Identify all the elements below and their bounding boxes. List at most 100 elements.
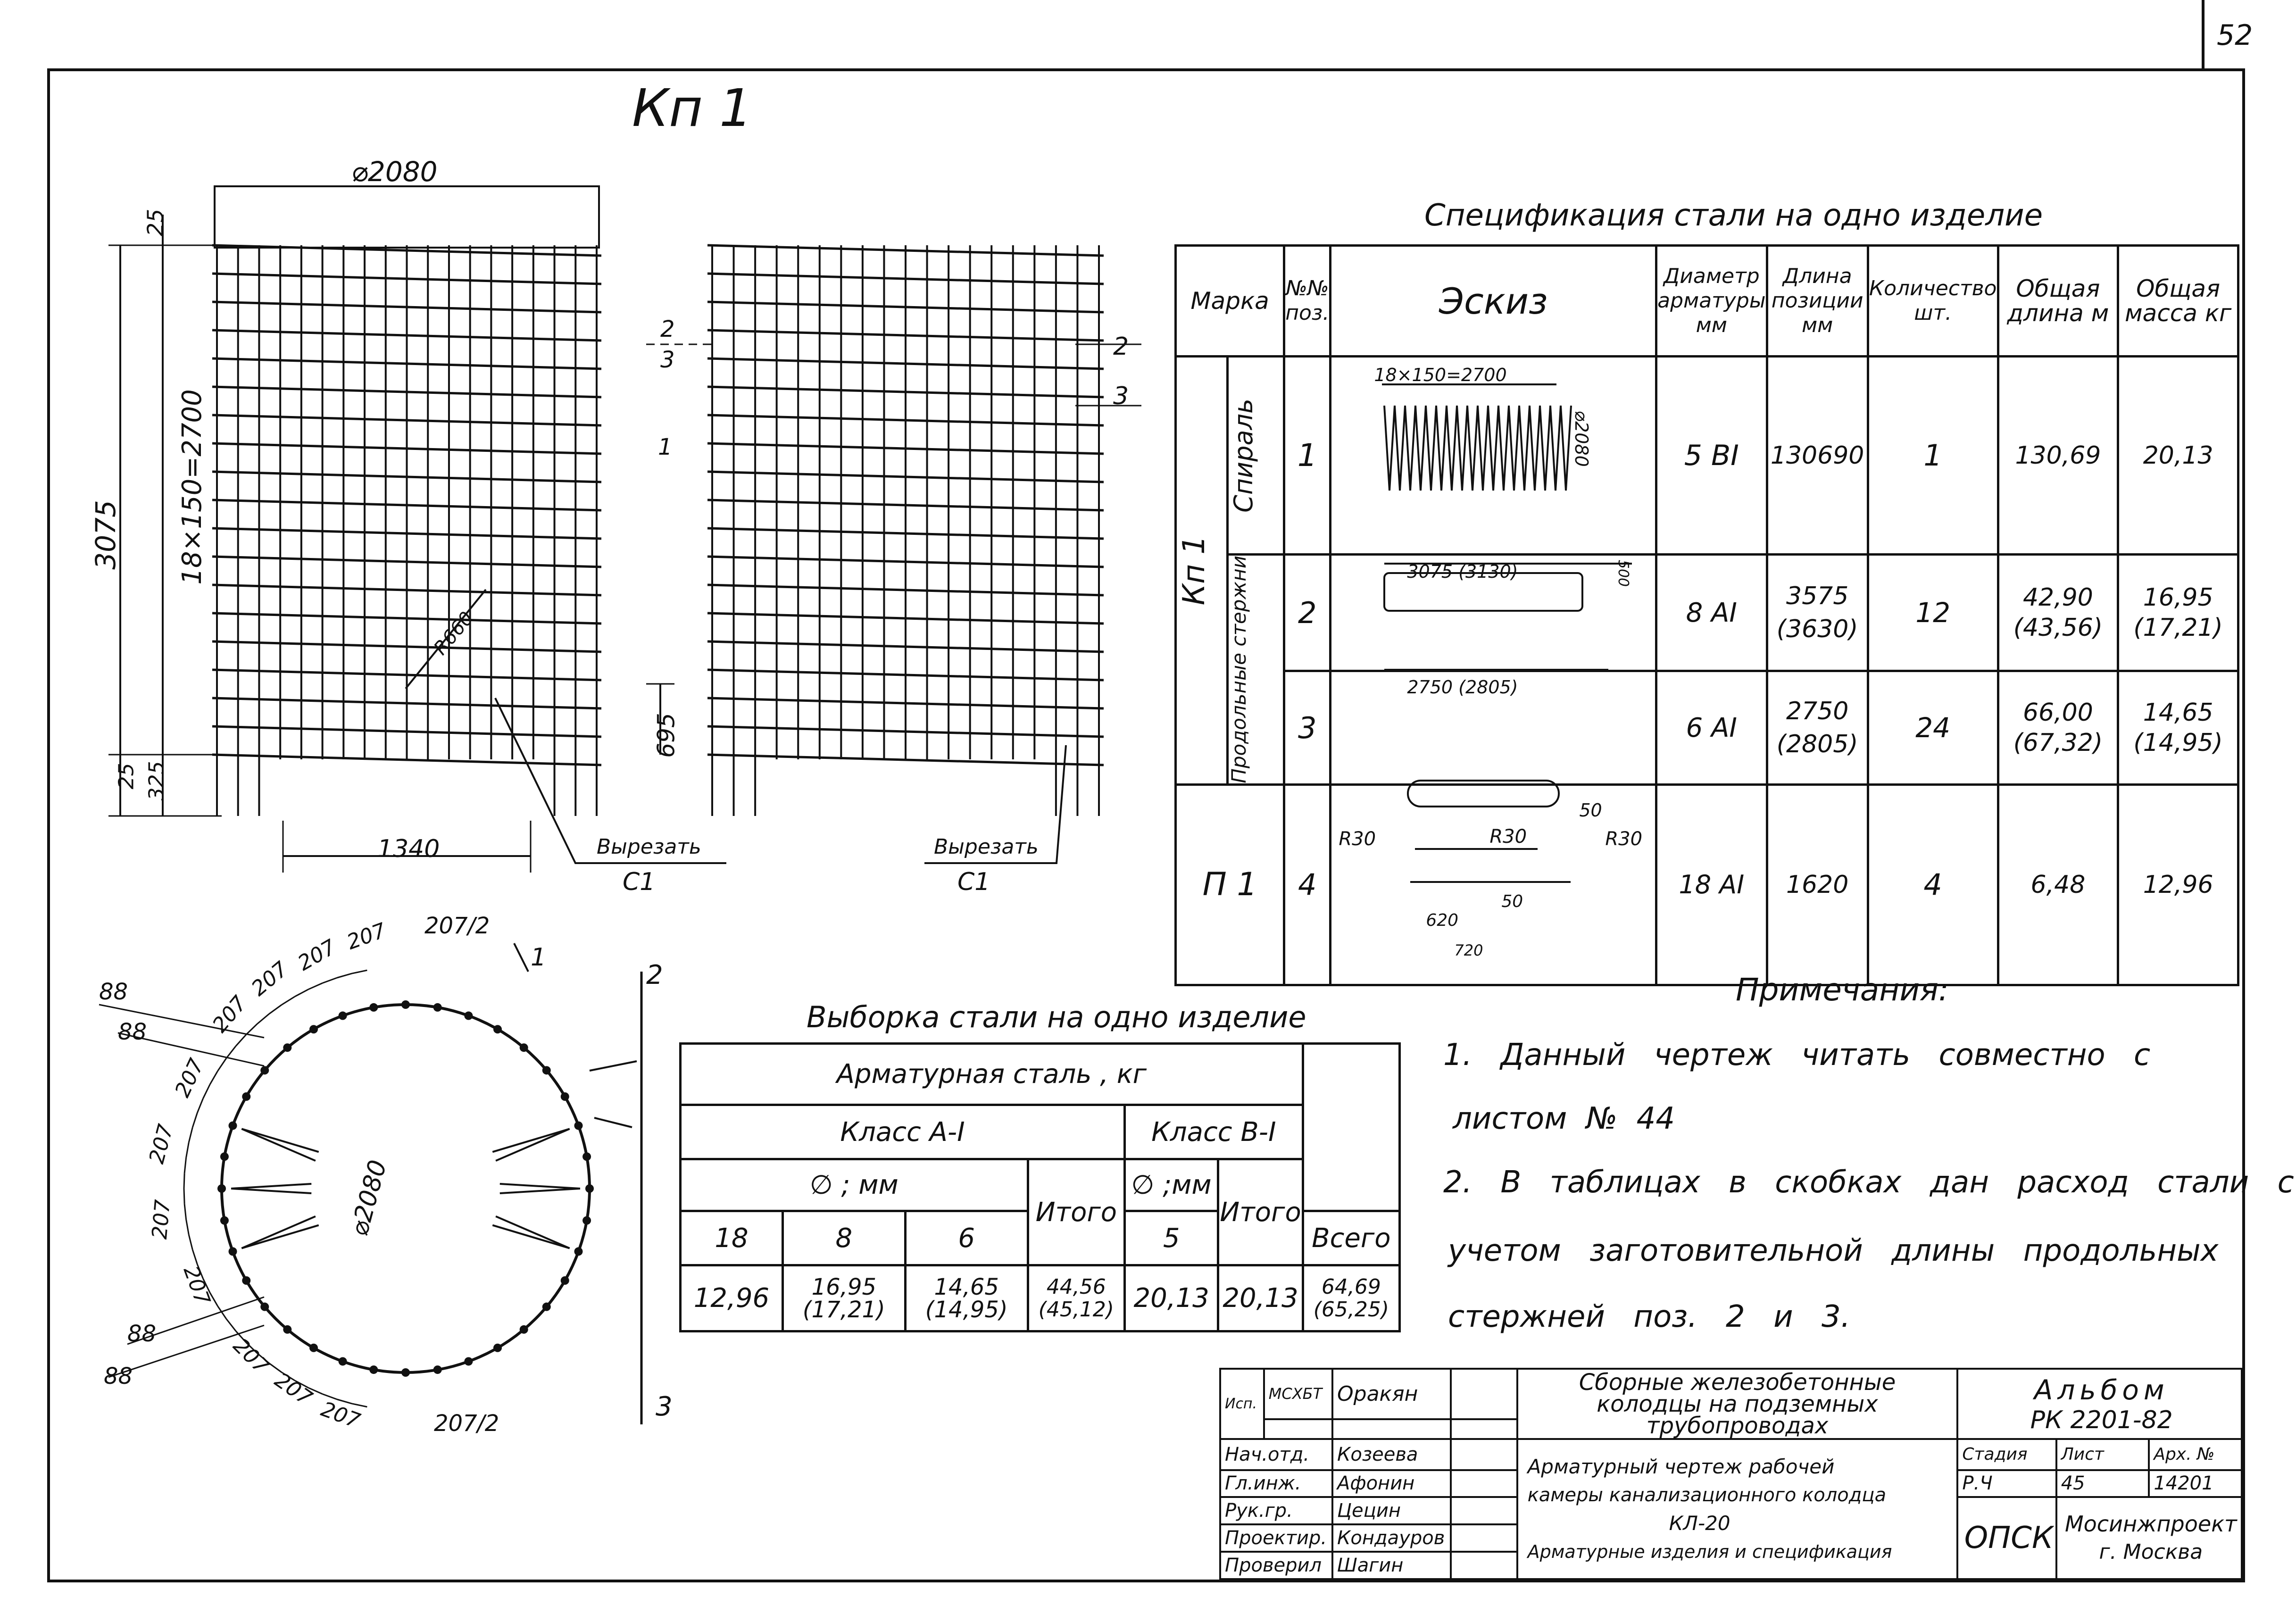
sketch-dim: R30	[1489, 825, 1527, 848]
sketch-dim: 2750 (2805)	[1407, 677, 1518, 698]
tb-name: Козеева	[1331, 1438, 1452, 1471]
pos-label-3a: 3	[660, 347, 675, 373]
tb-h-stage: Стадия	[1956, 1438, 2057, 1471]
spec-row: Кп 1 Спираль 1 18×150=2700 ⌀2080 5 ВI 13…	[1174, 355, 2239, 786]
spec-pos: 4	[1283, 783, 1332, 986]
spec-row: Продольные стержни 2 3075 (3130) 500 8 А…	[1176, 553, 2239, 786]
tb-stage: Р.Ч	[1956, 1469, 2057, 1498]
sel-h-total-b: Итого	[1217, 1158, 1304, 1266]
plan-pos-1: 1	[531, 943, 547, 972]
tb-org-2: г. Москва	[2099, 1540, 2203, 1564]
tb-role: Рук.гр.	[1219, 1496, 1333, 1526]
sketch-dim: R30	[1605, 828, 1643, 850]
sketch-dim: 720	[1454, 941, 1483, 959]
spec-h-total-length: Общая длина м	[1997, 244, 2120, 358]
tb-org-1: Мосинжпроект	[2064, 1511, 2237, 1537]
spec-h-mark: Марка	[1174, 244, 1286, 358]
sel-h-class-b: Класс В-I	[1123, 1104, 1304, 1160]
spec-h-pos: №№ поз.	[1283, 244, 1332, 358]
spec-tlen: 6,48	[1997, 783, 2120, 986]
pos-label-2a: 2	[660, 316, 675, 342]
spec-row: П 1 4 R30 R30 R30 50 50 620 720 18 АI 16…	[1174, 783, 2239, 986]
tb-h-arch: Арх. №	[2148, 1438, 2243, 1471]
spec-h-diameter: Диаметр арматуры мм	[1655, 244, 1768, 358]
spec-diam: 6 АI	[1655, 670, 1768, 786]
spec-h-sketch: Эскиз	[1329, 244, 1657, 358]
selection-title: Выборка стали на одно изделие	[807, 1000, 1306, 1034]
dim-height-total: 3075	[89, 500, 122, 570]
spec-mass: 20,13	[2117, 355, 2239, 556]
note-line: 1. Данный чертеж читать совместно с	[1443, 1038, 2151, 1073]
pos-label-3b: 3	[1113, 382, 1129, 410]
sel-value: 44,56 (45,12)	[1026, 1264, 1126, 1332]
drawing-frame	[47, 68, 2245, 1582]
spec-sub-spiral: Спираль	[1229, 398, 1259, 513]
cut-ref-left: С1	[623, 868, 656, 896]
pos-label-1: 1	[658, 434, 673, 460]
sketch-dim: R30	[1339, 828, 1376, 850]
sel-value: 12,96	[679, 1264, 784, 1332]
tb-role-1: Исп.	[1219, 1367, 1265, 1440]
note-line: учетом заготовительной длины продольных	[1448, 1233, 2219, 1268]
tb-name-top: Оракян	[1331, 1368, 1452, 1420]
dim-width: 1340	[377, 835, 440, 863]
spec-qty: 4	[1866, 783, 1999, 986]
tb-sheet-desc: Арматурный чертеж рабочей камеры канализ…	[1516, 1438, 1959, 1580]
sel-h-phi-a: ∅ ; мм	[679, 1158, 1029, 1212]
plan-half-top: 207/2	[424, 913, 490, 939]
tb-org-cell: Мосинжпроект г. Москва	[2055, 1496, 2243, 1580]
tb-project: Сборные железобетонные колодцы на подзем…	[1516, 1367, 1959, 1440]
spec-group-kp: Кп 1	[1177, 535, 1212, 606]
tb-sheet-desc-line: камеры канализационного колодца	[1527, 1484, 1887, 1506]
sketch-dim: ⌀2080	[1571, 410, 1592, 467]
spec-h-length: Длина позиции мм	[1765, 244, 1869, 358]
tb-sign	[1449, 1368, 1518, 1420]
sel-diam: 18	[679, 1210, 784, 1266]
note-line: стержней поз. 2 и 3.	[1448, 1299, 1851, 1334]
sel-diam: 8	[781, 1210, 907, 1266]
tb-album: Альбом	[2034, 1373, 2169, 1406]
dim-inner: 695	[652, 713, 680, 758]
title-block: Исп. МСХБТ Оракян Сборные железобетонные…	[1219, 1367, 2243, 1580]
sel-value: 14,65 (14,95)	[904, 1264, 1029, 1332]
spec-sketch-3: 2750 (2805)	[1329, 670, 1657, 786]
sketch-dim: 50	[1501, 891, 1523, 911]
notes-title: Примечания:	[1736, 972, 1949, 1008]
selection-table: Арматурная сталь , кг Класс А-I Класс В-…	[679, 1042, 1401, 1332]
tb-sheet: 45	[2055, 1469, 2150, 1498]
dim-pitch: 18×150=2700	[176, 389, 208, 585]
sel-h-total-a: Итого	[1026, 1158, 1126, 1266]
spec-qty: 24	[1866, 670, 1999, 786]
plan-dim-88: 88	[99, 979, 128, 1005]
sel-diam: 5	[1123, 1210, 1220, 1266]
sketch-dim: 620	[1426, 910, 1459, 930]
dim-bottom-a: 25	[114, 763, 139, 790]
tb-name: Афонин	[1331, 1469, 1452, 1498]
spec-mass: 16,95 (17,21)	[2117, 553, 2239, 673]
spec-length: 130690	[1765, 355, 1869, 556]
sel-value: 16,95 (17,21)	[781, 1264, 907, 1332]
tb-arch: 14201	[2148, 1469, 2243, 1498]
spec-sketch-4: R30 R30 R30 50 50 620 720	[1329, 783, 1657, 986]
spec-diam: 18 АI	[1655, 783, 1768, 986]
tb-role: Гл.инж.	[1219, 1469, 1333, 1498]
sel-value: 20,13	[1217, 1264, 1304, 1332]
spec-length: 2750 (2805)	[1765, 670, 1869, 786]
sel-diam: 6	[904, 1210, 1029, 1266]
spec-pos: 1	[1283, 355, 1332, 556]
cage-diameter-label: ⌀2080	[351, 156, 438, 188]
cut-ref-right: С1	[957, 868, 990, 896]
spec-sketch-1: 18×150=2700 ⌀2080	[1329, 355, 1657, 556]
spec-title: Спецификация стали на одно изделие	[1424, 198, 2043, 233]
sketch-dim: 3075 (3130)	[1407, 561, 1518, 582]
spec-pos: 2	[1283, 553, 1332, 673]
tb-name: Шагин	[1331, 1551, 1452, 1580]
spec-group-p: П 1	[1174, 783, 1286, 986]
tb-name: Кондауров	[1331, 1523, 1452, 1553]
drawing-title: Кп 1	[632, 78, 752, 138]
plan-dim-88: 88	[104, 1363, 133, 1389]
tb-sheet-desc-line: КЛ-20	[1669, 1511, 1730, 1535]
spec-pos: 3	[1283, 670, 1332, 786]
sel-h-class-a: Класс А-I	[679, 1104, 1126, 1160]
